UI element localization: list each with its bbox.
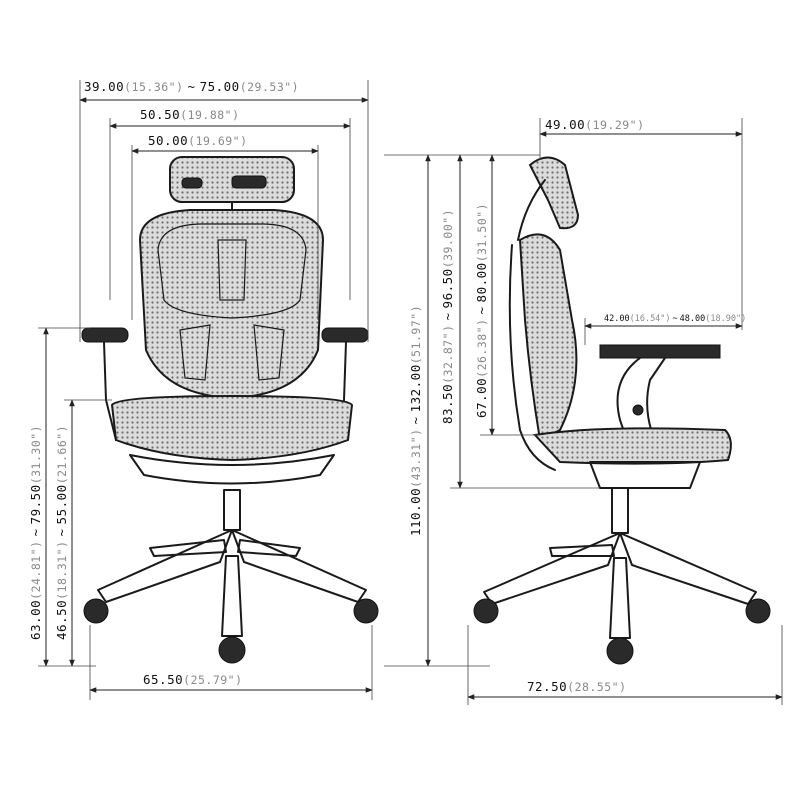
total-height-label: 110.00(43.31")~132.00(51.97") — [408, 305, 423, 536]
side-armpad — [599, 344, 721, 359]
front-armpad-left — [81, 327, 129, 343]
seat-depth-label: 42.00(16.54")~48.00(18.90") — [604, 314, 746, 324]
front-headrest-pad-left — [181, 177, 203, 189]
seat-height-label: 46.50(18.31")~55.00(21.66") — [54, 425, 69, 640]
front-dimensions: 39.00(15.36")~75.00(29.53") 50.50(19.88"… — [28, 79, 373, 700]
side-headrest — [528, 156, 580, 230]
front-seat — [110, 394, 354, 462]
side-arm-knob — [632, 404, 644, 416]
front-spine — [217, 239, 247, 301]
side-back-frame — [508, 244, 556, 471]
front-headrest-pad-center — [231, 175, 267, 189]
front-caster-front — [218, 636, 246, 664]
front-lumbar-left — [179, 324, 211, 381]
back-width-label: 50.50(19.88") — [140, 107, 240, 122]
side-mechanism — [589, 461, 701, 489]
front-caster-left — [83, 598, 109, 624]
side-dimensions: 49.00(19.29") 110.00(43.31")~132.00(51.9… — [384, 117, 783, 705]
side-caster-right — [745, 598, 771, 624]
side-caster-left — [473, 598, 499, 624]
front-armpad-right — [321, 327, 369, 343]
front-base-leg-front — [221, 555, 243, 637]
side-base-leg-right — [619, 532, 757, 605]
front-base-leg-backleft — [149, 539, 227, 557]
side-headrest-arm — [517, 179, 546, 241]
depth-top-label: 49.00(19.29") — [545, 117, 645, 132]
base-depth-label: 72.50(28.55") — [527, 679, 627, 694]
front-base-leg-backright — [237, 539, 301, 557]
side-chair-drawing — [473, 156, 771, 665]
headrest-width-label: 50.00(19.69") — [148, 133, 248, 148]
overall-width-label: 39.00(15.36")~75.00(29.53") — [84, 79, 299, 94]
front-caster-right — [353, 598, 379, 624]
armrest-height-label: 63.00(24.81")~79.50(31.30") — [28, 425, 43, 640]
side-seat — [532, 427, 732, 465]
front-backrest-frame — [157, 223, 307, 319]
front-backrest — [138, 209, 325, 400]
side-base-leg-left — [483, 532, 621, 605]
side-base-leg-front — [609, 557, 631, 639]
back-height-inner-label: 67.00(26.38")~80.00(31.50") — [474, 203, 489, 418]
side-caster-front — [606, 637, 634, 665]
back-height-outer-label: 83.50(32.87")~96.50(39.00") — [440, 209, 455, 424]
side-base-leg-back — [549, 544, 615, 557]
front-gas-lift — [223, 489, 241, 531]
base-width-label: 65.50(25.79") — [143, 672, 243, 687]
side-gas-lift — [611, 487, 629, 534]
side-backrest — [518, 233, 578, 442]
front-lumbar-right — [253, 324, 285, 381]
front-chair-drawing — [81, 156, 379, 664]
front-seat-base — [129, 454, 335, 485]
